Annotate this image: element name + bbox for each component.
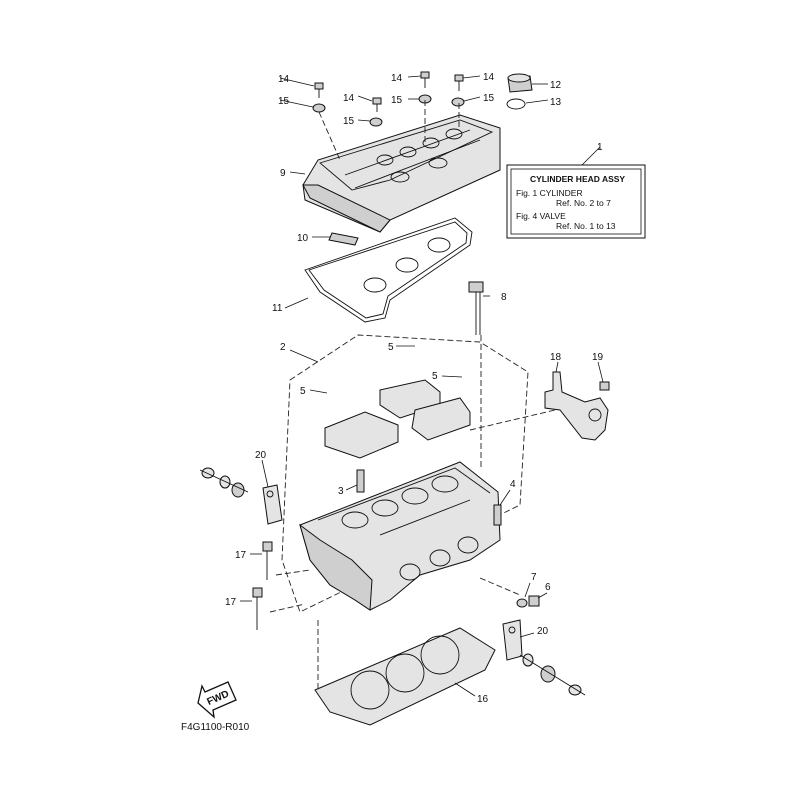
stud-bolt-set-left bbox=[199, 467, 249, 498]
head-gasket bbox=[314, 627, 496, 726]
callout-14a: 14 bbox=[278, 74, 290, 85]
diagram-code: F4G1100-R010 bbox=[181, 722, 250, 733]
callout-2: 2 bbox=[280, 342, 286, 353]
info-box-fig1-ref: Ref. No. 2 to 7 bbox=[556, 198, 611, 208]
small-parts bbox=[356, 469, 540, 608]
oil-filler-cap bbox=[506, 73, 533, 110]
callout-17a: 17 bbox=[235, 550, 247, 561]
callout-14b: 14 bbox=[343, 93, 355, 104]
callout-8: 8 bbox=[501, 292, 507, 303]
callout-1: 1 bbox=[597, 142, 603, 153]
callouts: 1 2 3 4 5 5 5 6 7 8 9 10 11 12 13 14 14 … bbox=[225, 72, 604, 705]
callout-15b: 15 bbox=[343, 116, 355, 127]
callout-13: 13 bbox=[550, 97, 562, 108]
valve-cover bbox=[302, 114, 501, 233]
callout-12: 12 bbox=[550, 80, 562, 91]
callout-6: 6 bbox=[545, 582, 551, 593]
valve-cover-gasket bbox=[304, 217, 473, 323]
info-box-title: CYLINDER HEAD ASSY bbox=[530, 174, 625, 184]
callout-4: 4 bbox=[510, 479, 516, 490]
callout-7: 7 bbox=[531, 572, 537, 583]
callout-18: 18 bbox=[550, 352, 562, 363]
callout-15c: 15 bbox=[391, 95, 403, 106]
leader-lines bbox=[240, 75, 604, 697]
bracket bbox=[544, 371, 609, 441]
callout-14c: 14 bbox=[391, 73, 403, 84]
callout-20a: 20 bbox=[255, 450, 267, 461]
callout-5c: 5 bbox=[300, 386, 306, 397]
callout-16: 16 bbox=[477, 694, 489, 705]
cylinder-head-assy-outline bbox=[281, 334, 529, 613]
callout-3: 3 bbox=[338, 486, 344, 497]
callout-15a: 15 bbox=[278, 96, 290, 107]
callout-17b: 17 bbox=[225, 597, 237, 608]
callout-15d: 15 bbox=[483, 93, 495, 104]
callout-10: 10 bbox=[297, 233, 309, 244]
callout-5b: 5 bbox=[432, 371, 438, 382]
callout-11: 11 bbox=[272, 303, 283, 314]
info-box-fig4: Fig. 4 VALVE bbox=[516, 211, 566, 221]
engine-hanger bbox=[262, 484, 523, 661]
fwd-arrow-icon: FWD bbox=[197, 681, 237, 719]
camshaft-caps bbox=[324, 379, 471, 459]
callout-19: 19 bbox=[592, 352, 604, 363]
bracket-bolt bbox=[599, 381, 610, 391]
info-box: CYLINDER HEAD ASSY Fig. 1 CYLINDER Ref. … bbox=[506, 164, 646, 239]
callout-5a: 5 bbox=[388, 342, 394, 353]
cylinder-head bbox=[299, 461, 501, 611]
long-bolts bbox=[252, 541, 273, 630]
cover-bolts bbox=[312, 71, 465, 127]
info-box-fig1: Fig. 1 CYLINDER bbox=[516, 188, 583, 198]
callout-20b: 20 bbox=[537, 626, 549, 637]
stud-bolt-set-right bbox=[519, 653, 586, 696]
callout-14d: 14 bbox=[483, 72, 495, 83]
callout-9: 9 bbox=[280, 168, 286, 179]
plate bbox=[328, 232, 359, 246]
info-box-fig4-ref: Ref. No. 1 to 13 bbox=[556, 221, 616, 231]
head-bolt bbox=[468, 281, 484, 335]
